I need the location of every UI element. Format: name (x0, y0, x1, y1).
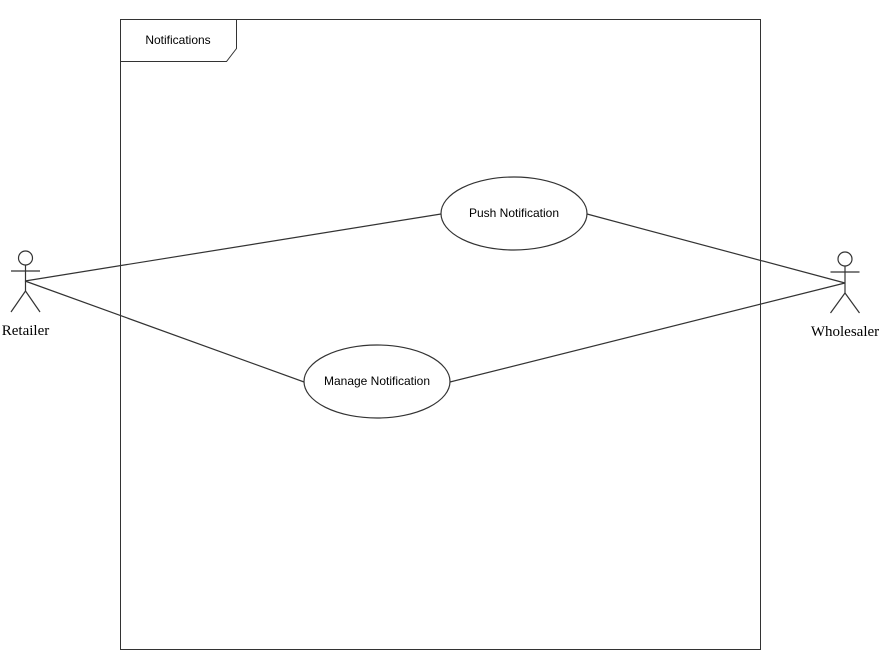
use-case-manage-ellipse (303, 344, 451, 419)
association-wholesaler-manage (449, 282, 846, 383)
frame-label: Notifications (145, 33, 210, 47)
association-retailer-manage (24, 280, 305, 383)
actor-retailer[interactable]: Retailer (2, 250, 49, 339)
actor-retailer-head (17, 250, 34, 266)
use-case-push-ellipse (440, 176, 588, 251)
use-case-manage-notification[interactable]: Manage Notification (303, 344, 451, 419)
actor-wholesaler[interactable]: Wholesaler (811, 251, 879, 340)
actor-wholesaler-name: Wholesaler (811, 324, 879, 340)
use-case-push-label: Push Notification (469, 206, 559, 220)
association-retailer-push (24, 213, 442, 282)
association-wholesaler-push (586, 213, 846, 284)
actor-retailer-right-leg (25, 290, 41, 313)
frame-label-tab (120, 19, 237, 62)
actor-wholesaler-head (837, 251, 853, 267)
actor-retailer-name: Retailer (2, 323, 49, 339)
use-case-push-notification[interactable]: Push Notification (440, 176, 588, 251)
use-case-manage-label: Manage Notification (324, 374, 430, 388)
actor-wholesaler-right-leg (844, 292, 860, 314)
actor-retailer-left-leg (10, 290, 26, 313)
actor-wholesaler-left-leg (830, 292, 846, 314)
system-boundary (120, 19, 761, 650)
